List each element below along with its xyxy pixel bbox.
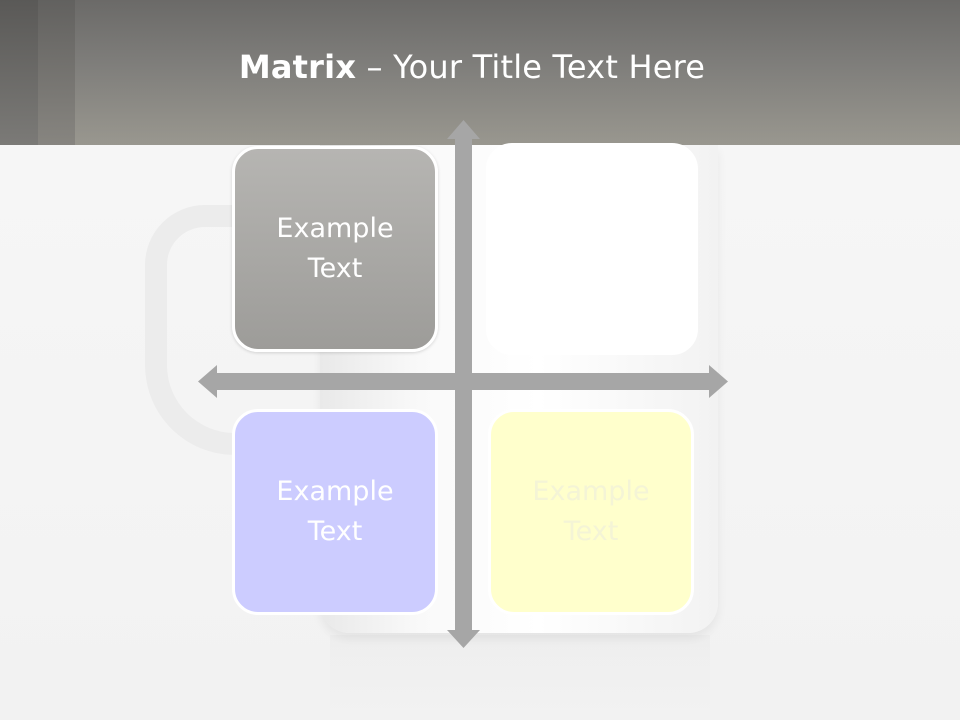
slide-title-bold: Matrix [238, 48, 357, 86]
title-bar: Matrix – Your Title Text Here [0, 0, 960, 145]
quadrant-bottom-right-text: Example Text [532, 476, 650, 547]
quadrant-bottom-left[interactable]: Example Text [232, 409, 438, 615]
quadrant-top-right[interactable] [486, 143, 698, 355]
header-stripe [38, 0, 75, 145]
quadrant-bottom-right[interactable]: Example Text [488, 409, 694, 615]
quadrant-top-left[interactable]: Example Text [232, 146, 438, 352]
axis-arrow-down-icon [447, 630, 480, 648]
slide-title-rest: – Your Title Text Here [356, 48, 706, 86]
axis-arrow-left-icon [198, 365, 217, 398]
mug-reflection [330, 635, 710, 720]
quadrant-bottom-left-text: Example Text [276, 476, 394, 547]
quadrant-top-left-text: Example Text [276, 213, 394, 284]
slide-title[interactable]: Matrix – Your Title Text Here [0, 48, 944, 86]
axis-arrow-up-icon [447, 120, 480, 139]
header-stripe [0, 0, 38, 145]
horizontal-axis [216, 373, 710, 390]
axis-arrow-right-icon [709, 365, 728, 398]
